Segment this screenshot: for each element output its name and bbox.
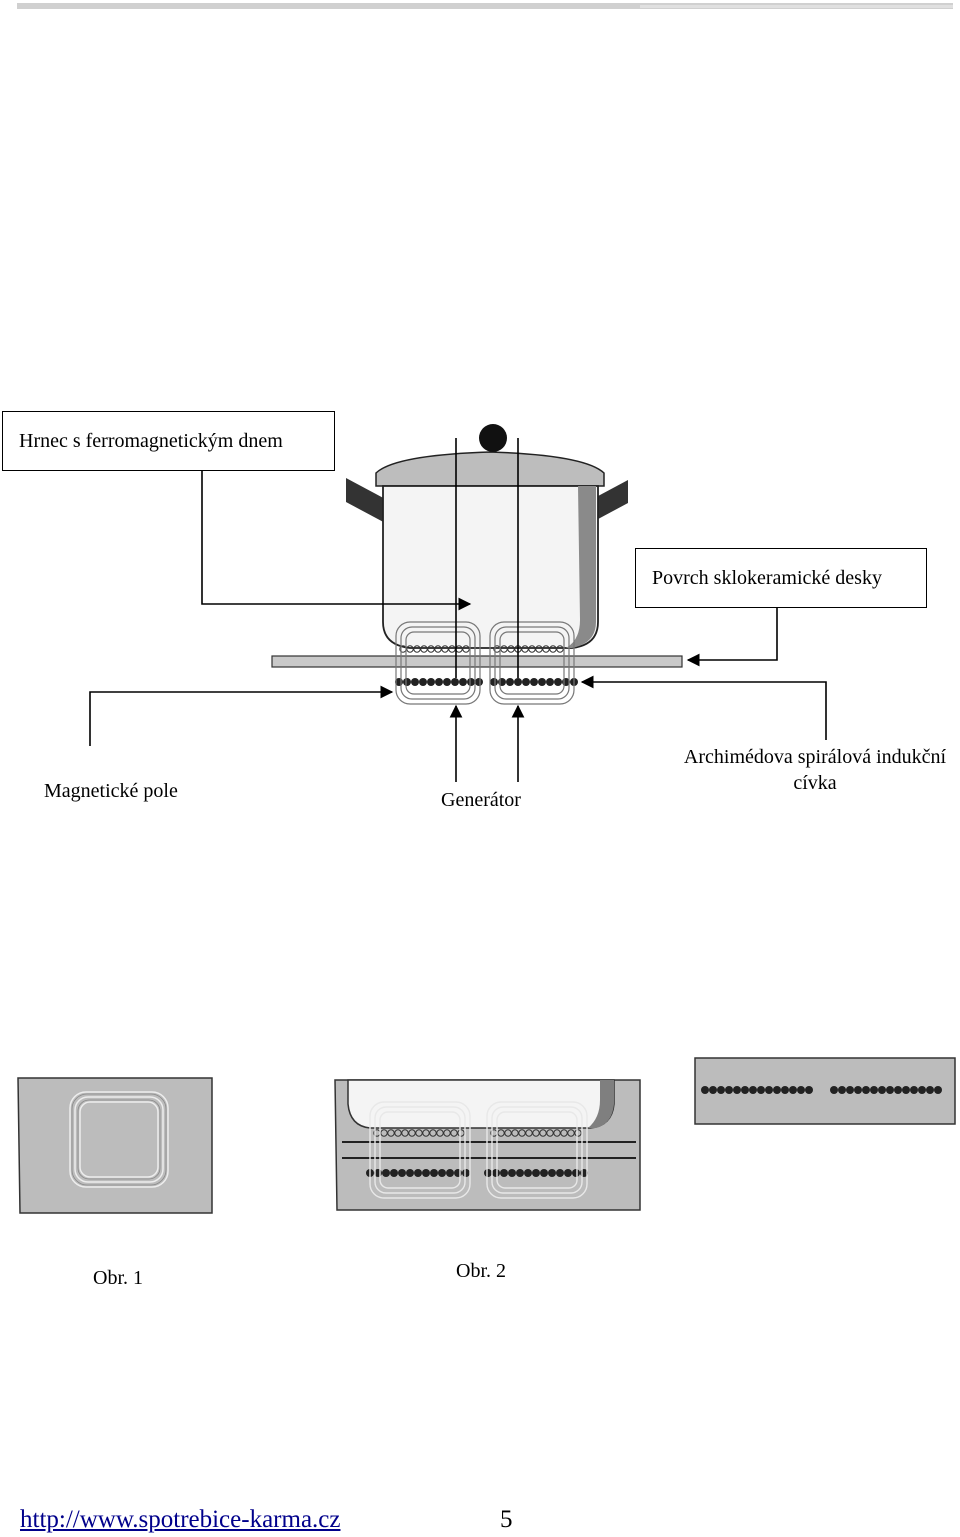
- pot-label: Hrnec s ferromagnetickým dnem: [19, 430, 283, 452]
- callout-lines: [89, 438, 827, 782]
- top-rule: [17, 3, 953, 9]
- pot-illustration: [271, 424, 683, 705]
- coil-dot-row: [395, 678, 578, 686]
- surface-label-box: Povrch sklokeramické desky: [635, 548, 927, 608]
- generator-label: Generátor: [441, 789, 521, 811]
- figure-3-illustration: [694, 1057, 956, 1125]
- magnetic-field-loops: [395, 621, 575, 705]
- coil-label: Archimédova spirálová indukční cívka: [683, 746, 947, 794]
- surface-label: Povrch sklokeramické desky: [652, 567, 882, 589]
- footer-url-link[interactable]: http://www.spotrebice-karma.cz: [20, 1506, 341, 1533]
- figure-1-illustration: [17, 1077, 213, 1214]
- figure-1-caption: Obr. 1: [93, 1267, 143, 1289]
- surface-callout: [686, 607, 778, 667]
- figure-2-illustration: [334, 1079, 641, 1211]
- magnetic-field-label: Magnetické pole: [44, 780, 178, 802]
- pot-lid: [375, 451, 605, 487]
- pot-label-box: Hrnec s ferromagnetickým dnem: [2, 411, 335, 471]
- induced-current-row: [399, 645, 564, 653]
- pot-callout: [201, 470, 472, 611]
- magnetic-field-callout: [89, 685, 394, 746]
- page-number: 5: [500, 1506, 513, 1533]
- glass-ceramic-plate: [271, 655, 683, 668]
- lid-knob: [479, 424, 507, 452]
- pot-shading: [566, 486, 596, 648]
- coil-callout: [580, 675, 827, 740]
- top-rule-right: [640, 5, 953, 8]
- figure-2-caption: Obr. 2: [456, 1260, 506, 1282]
